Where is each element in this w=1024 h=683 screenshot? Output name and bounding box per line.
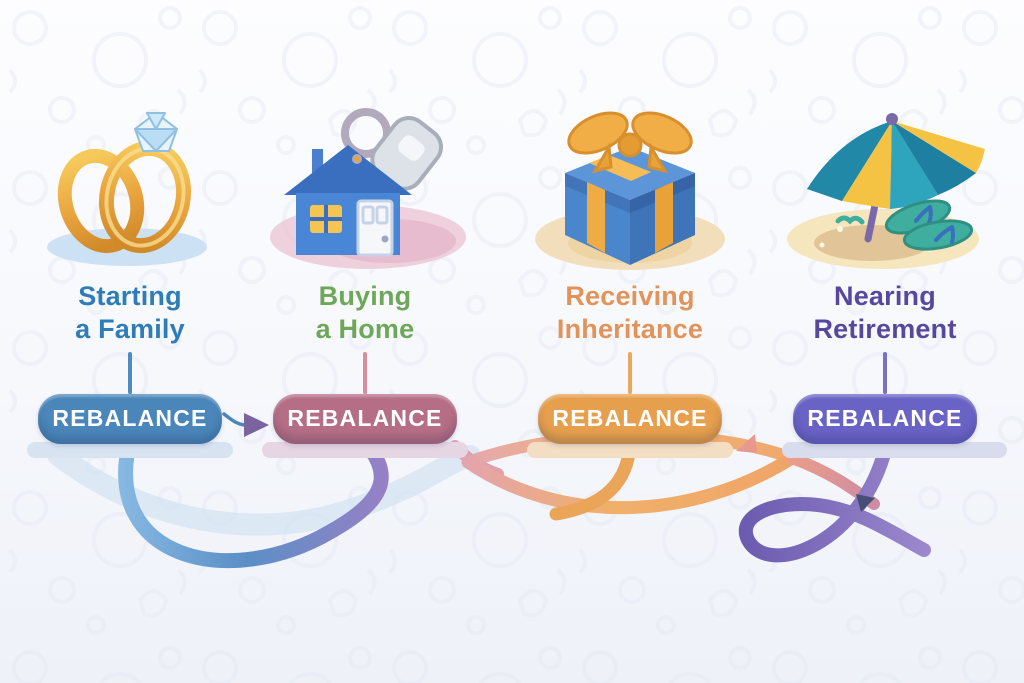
step-label-line2: a Home [315,313,415,344]
button-shadow [782,442,1007,458]
rebalance-button-home[interactable]: REBALANCE [273,393,457,444]
step-label: Nearing Retirement [813,280,956,346]
diamond [134,112,178,152]
label-to-button-connector [128,351,132,394]
button-shadow [27,442,233,458]
step-label-line2: Inheritance [556,313,704,344]
ribbon-bow [567,111,693,174]
flip-flops [835,199,974,251]
gift-box [565,147,695,265]
step-label-line1: Starting [78,281,182,311]
step-nearing-retirement: Nearing Retirement REBALANCE [770,96,1007,458]
button-shadow [527,442,733,458]
step-label-line1: Buying [318,281,412,311]
label-to-button-connector [628,351,632,394]
step-label-line2: a Family [75,313,185,344]
step-starting-a-family: Starting a Family REBALANCE [15,96,245,458]
step-label-line1: Nearing [834,281,936,311]
house [284,145,412,257]
step-label-line1: Receiving [565,281,695,311]
gift-box-icon [535,111,725,270]
rebalance-button-family[interactable]: REBALANCE [38,393,222,444]
rebalance-button-retirement[interactable]: REBALANCE [793,393,977,444]
step-label: Receiving Inheritance [557,280,703,346]
step-buying-a-home: Buying a Home REBALANCE [250,96,480,458]
label-to-button-connector [363,351,367,394]
house-and-key-icon [270,108,466,269]
rebalance-button-inheritance[interactable]: REBALANCE [538,393,722,444]
button-shadow [262,442,468,458]
beach-umbrella-icon [787,113,985,269]
label-to-button-connector [883,351,887,394]
umbrella [807,113,985,243]
step-label: Buying a Home [316,280,415,346]
wedding-rings-icon [47,112,207,266]
step-label: Starting a Family [75,280,185,346]
step-receiving-inheritance: Receiving Inheritance REBALANCE [515,96,745,458]
step-label-line2: Retirement [813,313,957,344]
